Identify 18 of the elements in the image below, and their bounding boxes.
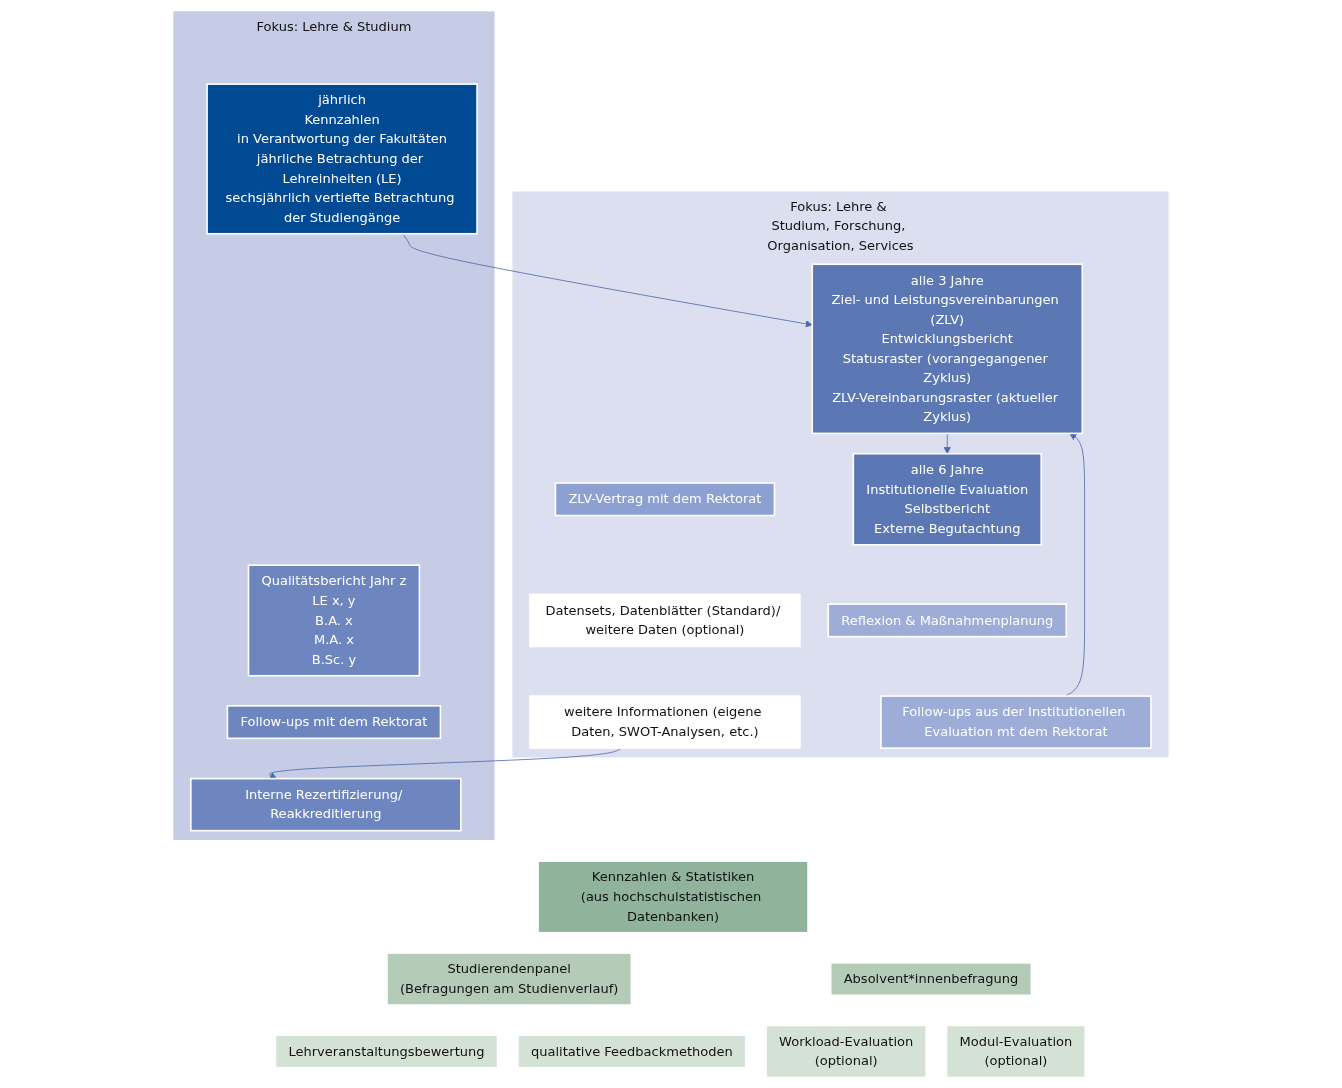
node-box: Follow-ups mit dem Rektorat bbox=[226, 705, 442, 740]
node-box: Datensets, Datenblätter (Standard)/ weitere Daten (optional) bbox=[529, 593, 801, 648]
node-box: Workload-Evaluation (optional) bbox=[765, 1024, 928, 1079]
node-box: weitere Informationen (eigene Daten, SWOT-Analysen, etc.) bbox=[529, 695, 801, 749]
node-box: Qualitätsbericht Jahr z LE x, y B.A. x M.A. x B.Sc. y bbox=[247, 564, 421, 677]
node-box: alle 3 Jahre Ziel- und Leistungsvereinbarungen (ZLV) Entwicklungsbericht Statusraster (vorangegangener Zyklus) ZLV-Vereinbarungsraster (aktueller Zyklus) bbox=[811, 263, 1084, 435]
node-box: Lehrveranstaltungsbewertung bbox=[274, 1034, 499, 1069]
node-box: ZLV-Vertrag mit dem Rektorat bbox=[554, 482, 776, 517]
node-box: Interne Rezertifizierung/ Reakkreditierung bbox=[190, 777, 462, 832]
node-box: Absolvent*innenbefragung bbox=[829, 962, 1033, 997]
node-box: alle 6 Jahre Institutionelle Evaluation Selbstbericht Externe Begutachtung bbox=[852, 452, 1043, 546]
node-box: qualitative Feedbackmethoden bbox=[517, 1034, 747, 1069]
node-box: Kennzahlen & Statistiken (aus hochschulstatistischen Datenbanken) bbox=[537, 860, 809, 934]
node-box: Reflexion & Maßnahmenplanung bbox=[827, 603, 1068, 638]
node-box: Studierendenpanel (Befragungen am Studienverlauf) bbox=[386, 952, 633, 1006]
node-box: jährlich Kennzahlen in Verantwortung der Fakultäten jährliche Betrachtung der Lehreinheiten (LE) sechsjährlich vertiefte Betrachtung der Studiengänge bbox=[206, 83, 478, 235]
node-box: Follow-ups aus der Institutionellen Evaluation mt dem Rektorat bbox=[880, 695, 1152, 749]
node-box: Modul-Evaluation (optional) bbox=[945, 1024, 1087, 1079]
